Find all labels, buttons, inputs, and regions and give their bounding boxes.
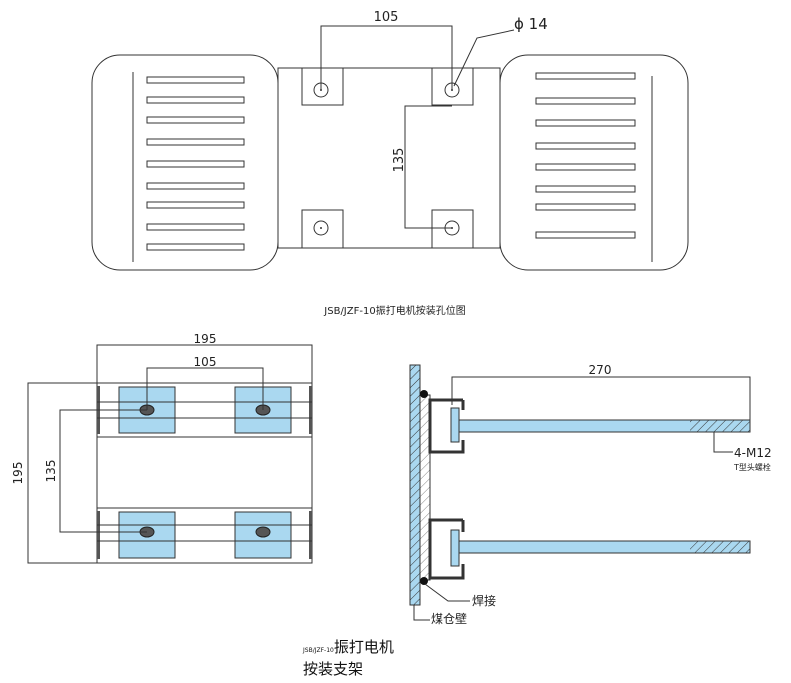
bottom-caption: JSB/JZF-10振打电机 按装支架 bbox=[303, 638, 394, 678]
dim-135-spacing: 135 bbox=[44, 460, 58, 483]
dim-195-width: 195 bbox=[194, 332, 217, 346]
right-end-cap bbox=[499, 54, 689, 271]
dim-195-height: 195 bbox=[11, 462, 25, 485]
dim-105-line bbox=[320, 25, 453, 90]
top-view-caption: JSB/JZF-10振打电机按装孔位图 bbox=[323, 304, 465, 317]
motor-body bbox=[277, 67, 501, 249]
vent-slot bbox=[535, 119, 636, 127]
vent-slot bbox=[535, 185, 636, 193]
vent-slot bbox=[146, 243, 245, 251]
caption-line2: 按装支架 bbox=[303, 660, 364, 678]
vent-slot bbox=[146, 138, 245, 146]
weld-label: 焊接 bbox=[472, 593, 496, 608]
caption-model: JSB/JZF-10 bbox=[303, 647, 334, 654]
vent-slot bbox=[535, 163, 636, 171]
dim-135-text: 135 bbox=[392, 148, 407, 173]
vent-slot bbox=[146, 182, 245, 190]
vent-slot bbox=[146, 160, 245, 168]
mount-hole bbox=[313, 220, 329, 236]
dim-105-text: 105 bbox=[374, 10, 399, 25]
vent-slot bbox=[146, 116, 245, 124]
left-end-cap bbox=[91, 54, 279, 271]
vent-slot bbox=[535, 72, 636, 80]
wall-label: 煤仓壁 bbox=[431, 611, 467, 626]
vent-slot bbox=[146, 201, 245, 209]
right-vent-slots bbox=[535, 72, 636, 239]
mount-foot bbox=[301, 67, 344, 106]
hole-diameter-text: ϕ 14 bbox=[514, 15, 548, 33]
left-vent-slots bbox=[146, 76, 245, 251]
vent-slot bbox=[535, 97, 636, 105]
dim-105-spacing: 105 bbox=[194, 355, 217, 369]
bracket-side-view: 270 4-M12 T型头螺栓 焊接 煤仓壁 bbox=[409, 363, 772, 626]
caption-line1: 振打电机 bbox=[333, 638, 394, 656]
vent-slot bbox=[535, 203, 636, 211]
dim-135-line bbox=[404, 105, 452, 229]
bracket-front-view: 195 105 195 135 bbox=[11, 332, 313, 564]
bolt-spec-text: 4-M12 bbox=[734, 446, 772, 460]
mount-foot bbox=[301, 209, 344, 249]
leader-line bbox=[453, 29, 515, 87]
vent-slot bbox=[146, 76, 245, 84]
motor-top-view: 105 135 ϕ 14 bbox=[91, 10, 689, 271]
vent-slot bbox=[146, 96, 245, 104]
dim-270-text: 270 bbox=[589, 363, 612, 377]
mount-foot bbox=[431, 209, 474, 249]
bolt-type-text: T型头螺栓 bbox=[733, 462, 771, 472]
vent-slot bbox=[535, 231, 636, 239]
vent-slot bbox=[146, 223, 245, 231]
vent-slot bbox=[535, 142, 636, 150]
